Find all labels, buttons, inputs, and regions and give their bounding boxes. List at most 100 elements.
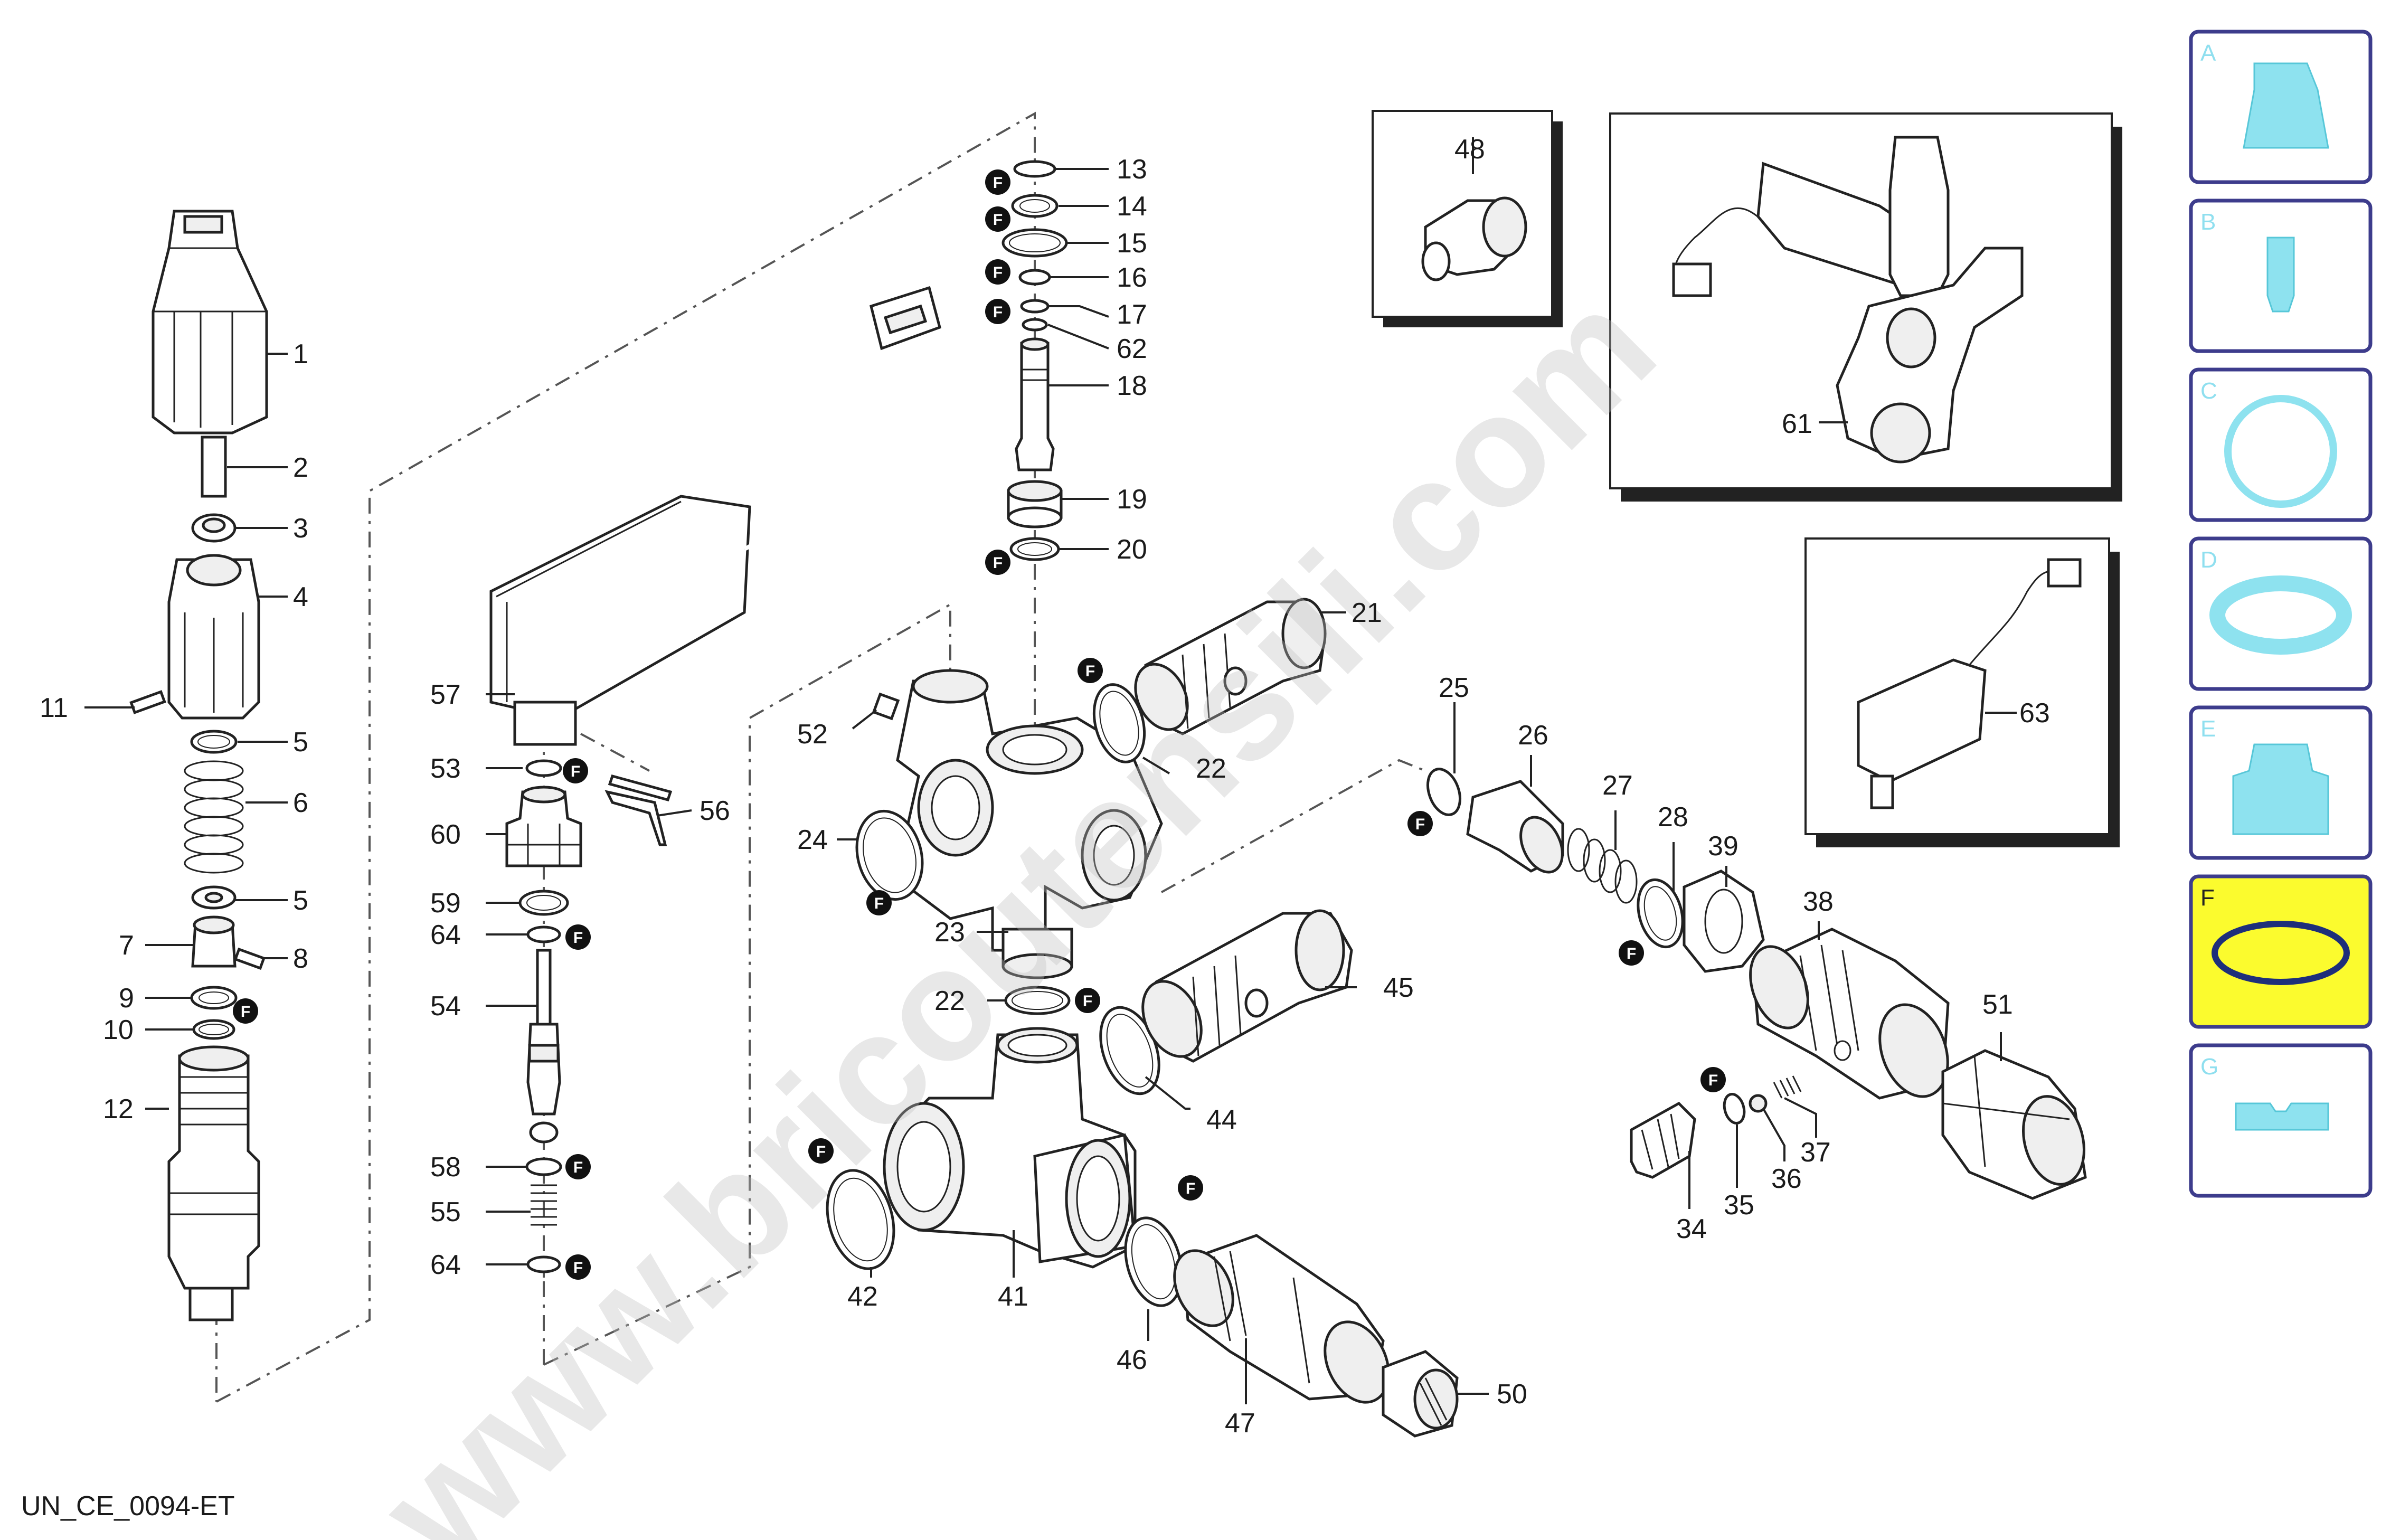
part-label: 7: [119, 930, 134, 961]
part-label: 50: [1497, 1379, 1527, 1410]
f-marker: F: [563, 758, 588, 783]
regulator-assembly: [1426, 768, 2087, 1200]
f-marker: F: [565, 1154, 591, 1179]
part-label: 3: [293, 513, 308, 544]
category-tiles: A B C D E F G: [2189, 30, 2373, 1198]
part-label: 18: [1117, 371, 1147, 401]
part-label: 62: [1117, 334, 1147, 364]
svg-text:F: F: [1085, 663, 1095, 680]
f-marker: F: [808, 1138, 834, 1164]
f-marker: F: [565, 1254, 591, 1280]
center-stack: [1001, 160, 1068, 561]
svg-text:F: F: [1083, 993, 1092, 1010]
f-marker: F: [1700, 1067, 1726, 1092]
tile-category-c[interactable]: C: [2189, 367, 2373, 522]
tile-letter: D: [2200, 547, 2217, 573]
tile-category-e[interactable]: E: [2189, 705, 2373, 860]
part-label: 6: [293, 788, 308, 818]
svg-text:F: F: [993, 554, 1003, 572]
tile-letter: F: [2200, 885, 2215, 911]
part-label: 24: [797, 825, 828, 855]
svg-text:F: F: [1186, 1180, 1195, 1197]
part-label: 17: [1117, 299, 1147, 330]
svg-text:F: F: [993, 174, 1003, 192]
f-marker: F: [985, 169, 1010, 195]
svg-text:F: F: [573, 1159, 583, 1176]
part-label: 27: [1602, 770, 1633, 801]
f-marker: F: [565, 924, 591, 950]
part-label: 26: [1518, 720, 1548, 751]
part-label: 45: [1383, 972, 1414, 1003]
part-label: 59: [430, 888, 461, 919]
f-marker: F: [985, 206, 1010, 232]
part-label: 13: [1117, 154, 1147, 185]
svg-text:F: F: [1627, 945, 1636, 962]
inset-48: [1372, 110, 1563, 327]
svg-text:F: F: [993, 304, 1003, 321]
part-label: 8: [293, 943, 308, 974]
part-label: 48: [1454, 134, 1485, 165]
part-label: 64: [430, 920, 461, 950]
part-label: 57: [430, 679, 461, 710]
part-label: 21: [1352, 598, 1382, 628]
leader-lines: [84, 137, 2017, 1404]
document-code: UN_CE_0094-ET: [21, 1491, 235, 1522]
o-ring-icon: [2212, 921, 2350, 985]
part-label: 51: [1982, 989, 2013, 1020]
pin-icon: [2266, 237, 2295, 313]
part-label: 10: [103, 1015, 134, 1045]
part-label: 23: [934, 917, 965, 948]
inset-63: [1804, 537, 2120, 847]
part-label: 20: [1117, 534, 1147, 565]
part-label: 42: [847, 1281, 878, 1312]
svg-text:F: F: [874, 895, 884, 912]
tile-letter: E: [2200, 716, 2216, 742]
part-label: 15: [1117, 228, 1147, 259]
part-label: 41: [998, 1281, 1028, 1312]
tile-category-d[interactable]: D: [2189, 536, 2373, 691]
bellows-icon: [2232, 743, 2329, 835]
part-label: 53: [430, 753, 461, 784]
part-number-labels: 1 2 3 4 11 5 6 5 7 8 9 10 12 13 14 15 16…: [40, 134, 2050, 1439]
part-label: 39: [1708, 831, 1738, 862]
part-label: 2: [293, 452, 308, 483]
part-label: 58: [430, 1152, 461, 1183]
part-label: 47: [1225, 1408, 1255, 1439]
plate-icon: [2235, 1102, 2329, 1131]
part-label: 52: [797, 719, 828, 750]
tile-category-b[interactable]: B: [2189, 199, 2373, 353]
svg-text:F: F: [573, 1259, 583, 1277]
tile-category-a[interactable]: A: [2189, 30, 2373, 184]
tile-category-g[interactable]: G: [2189, 1043, 2373, 1198]
tile-category-f[interactable]: F: [2189, 874, 2373, 1029]
part-label: 60: [430, 819, 461, 850]
part-label: 5: [293, 885, 308, 916]
part-label: 64: [430, 1250, 461, 1280]
svg-text:F: F: [241, 1003, 250, 1021]
part-label: 34: [1676, 1214, 1707, 1244]
part-label: 61: [1782, 409, 1812, 439]
svg-text:F: F: [1415, 816, 1425, 833]
f-marker: F: [1075, 988, 1100, 1013]
part-label: 44: [1206, 1104, 1237, 1135]
part-label: 5: [293, 727, 308, 758]
part-label: 35: [1724, 1190, 1754, 1221]
pressure-switch-assembly: [489, 286, 942, 1273]
inset-61: [1609, 112, 2122, 502]
tile-letter: A: [2200, 40, 2216, 66]
f-marker: F: [1619, 940, 1644, 966]
part-label: 25: [1439, 673, 1469, 703]
f-marker: F: [866, 890, 892, 915]
f-marker: F: [1178, 1175, 1203, 1201]
part-label: 11: [40, 693, 68, 723]
svg-text:F: F: [1708, 1072, 1718, 1089]
part-label: 16: [1117, 262, 1147, 293]
f-marker: F: [985, 259, 1010, 285]
f-marker: F: [985, 550, 1010, 575]
part-label: 46: [1117, 1345, 1147, 1375]
part-label: 38: [1803, 886, 1834, 917]
part-label: 19: [1117, 484, 1147, 515]
part-label: 12: [103, 1094, 134, 1125]
tile-letter: C: [2200, 378, 2217, 404]
part-label: 1: [293, 339, 308, 370]
